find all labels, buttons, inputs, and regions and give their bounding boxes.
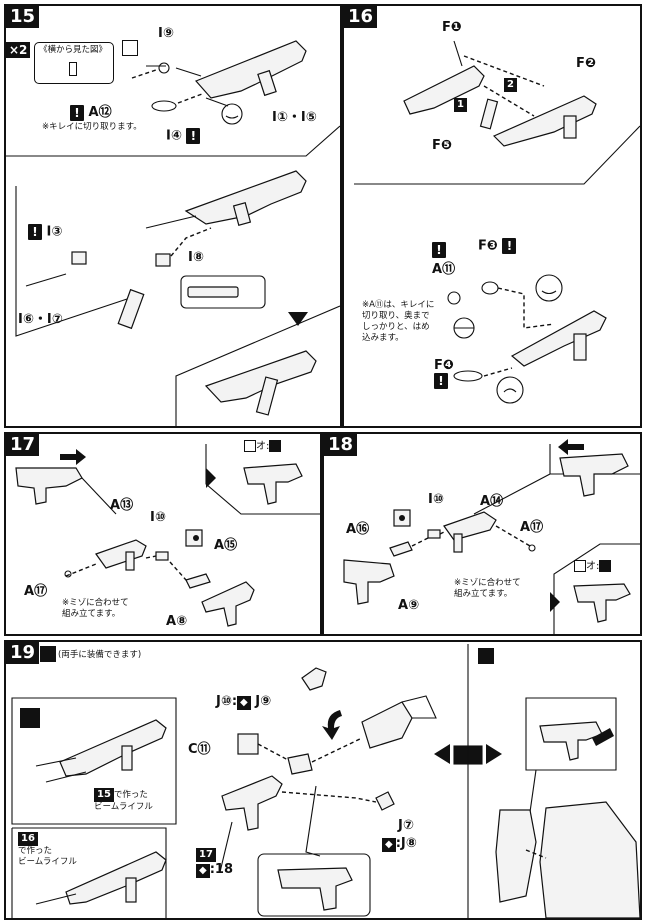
step-number: 16 bbox=[344, 6, 378, 28]
multiplier-badge: ×2 bbox=[6, 42, 31, 58]
part-i10-label: I⑩ bbox=[428, 492, 444, 507]
part-c11-label: C⑪ bbox=[188, 742, 211, 757]
part-j8-label: ◆:J⑧ bbox=[382, 836, 417, 852]
step-17-illustration bbox=[15, 444, 320, 627]
step-ref-badge: 16 bbox=[18, 832, 38, 846]
step-18-illustration bbox=[343, 439, 640, 634]
nipper-icon bbox=[574, 560, 586, 572]
caution-icon: ! bbox=[70, 104, 84, 121]
hand-badge: ◆ bbox=[237, 696, 251, 710]
part-i9-label: I⑨ bbox=[158, 26, 174, 41]
part-f3-label: F❸ ! bbox=[478, 238, 517, 254]
part-a17-label: A⑰ bbox=[24, 584, 48, 599]
part-i1-i5-label: I①・I⑤ bbox=[272, 110, 317, 125]
step-ref-badge: 17 bbox=[196, 848, 216, 862]
rifle-grip bbox=[257, 69, 277, 97]
groove-note: ※ミゾに合わせて 組み立てます。 bbox=[62, 598, 129, 619]
part-f1-label: F❶ bbox=[442, 20, 462, 35]
side-view-box: 《横から見た図》 bbox=[34, 42, 114, 84]
groove-note: ※ミゾに合わせて 組み立てます。 bbox=[454, 578, 521, 599]
step-19-illustration bbox=[11, 644, 640, 918]
hand-icon bbox=[40, 646, 56, 662]
nipper-icon bbox=[122, 40, 138, 56]
caution-icon: ! bbox=[432, 242, 446, 258]
hand-badge: ◆ bbox=[196, 864, 210, 878]
clean-cut-note: ※キレイに切り取ります。 bbox=[42, 122, 142, 132]
step-15-illustration bbox=[6, 40, 340, 426]
part-a12-label: ! A⑫ bbox=[70, 101, 112, 121]
both-hands-note: (両手に装備できます) bbox=[58, 650, 142, 660]
part-a8-label: A⑧ bbox=[166, 614, 188, 629]
caution-icon: ! bbox=[186, 128, 201, 144]
order-1-badge: 1 bbox=[454, 98, 467, 112]
part-f2-label: F❷ bbox=[576, 56, 596, 71]
part-i3-label: ! I③ bbox=[28, 224, 62, 240]
part-a17-label: A⑰ bbox=[520, 520, 544, 535]
part-a15-label: A⑮ bbox=[214, 538, 238, 553]
part-i10-label: I⑩ bbox=[150, 510, 166, 525]
step-number: 17 bbox=[6, 434, 40, 456]
part-j10-label: J⑩:◆ J⑨ bbox=[216, 694, 272, 710]
step-16-panel: 16 F❶ F❷ F❺ 1 2 !A⑪ F❸ ! ※A⑪は、キレイに 切り取り、… bbox=[342, 4, 642, 428]
part-a13-label: A⑬ bbox=[110, 498, 134, 513]
beam-rifle-drawing bbox=[194, 40, 307, 99]
hand-badge: ◆ bbox=[382, 838, 396, 852]
step-17-panel: 17 A⑬ I⑩ A⑮ A⑰ ※ミゾに合わせて 組み立てます。 A⑧ オ: bbox=[4, 432, 322, 636]
side-view-label: 《横から見た図》 bbox=[39, 45, 108, 55]
part-f5-label: F❺ bbox=[432, 138, 452, 153]
reference-label: オ: bbox=[244, 440, 282, 452]
part-f4-label: F❹! bbox=[434, 358, 454, 389]
step-number: 18 bbox=[324, 434, 358, 456]
hand-icon bbox=[478, 648, 494, 664]
step-18-panel: 18 I⑩ A⑭ A⑯ A⑰ ※ミゾに合わせて 組み立てます。 A⑨ オ: bbox=[322, 432, 642, 636]
step-16-illustration bbox=[354, 40, 640, 404]
part-i8-label: I⑧ bbox=[188, 250, 204, 265]
order-2-badge: 2 bbox=[504, 78, 517, 92]
hand-icon bbox=[599, 560, 612, 572]
a11-note: ※A⑪は、キレイに 切り取り、奥まで しっかりと、はめ 込みます。 bbox=[362, 300, 435, 343]
part-i4-label: I④ ! bbox=[166, 128, 201, 144]
step-ref-badge: 15 bbox=[94, 788, 114, 802]
part-a11-label: !A⑪ bbox=[432, 242, 456, 277]
step-number: 19 bbox=[6, 642, 40, 664]
part-a9-label: A⑨ bbox=[398, 598, 420, 613]
open-hand-icon bbox=[20, 708, 40, 728]
caution-icon: ! bbox=[434, 373, 448, 389]
part-a16-label: A⑯ bbox=[346, 522, 370, 537]
hand-icon bbox=[269, 440, 282, 452]
part-j7-label: J⑦ bbox=[398, 818, 414, 833]
nipper-icon bbox=[244, 440, 256, 452]
reference-label: オ: bbox=[574, 560, 612, 572]
step-15-panel: 15 ×2 《横から見た図》 I⑨ ! A⑫ ※キレイに切り取ります。 I④ !… bbox=[4, 4, 342, 428]
step-number: 15 bbox=[6, 6, 40, 28]
side-view-part bbox=[69, 62, 77, 76]
caution-icon: ! bbox=[28, 224, 42, 240]
from-step17-18-label: 17◆:18 bbox=[196, 846, 233, 878]
caution-icon: ! bbox=[502, 238, 517, 254]
